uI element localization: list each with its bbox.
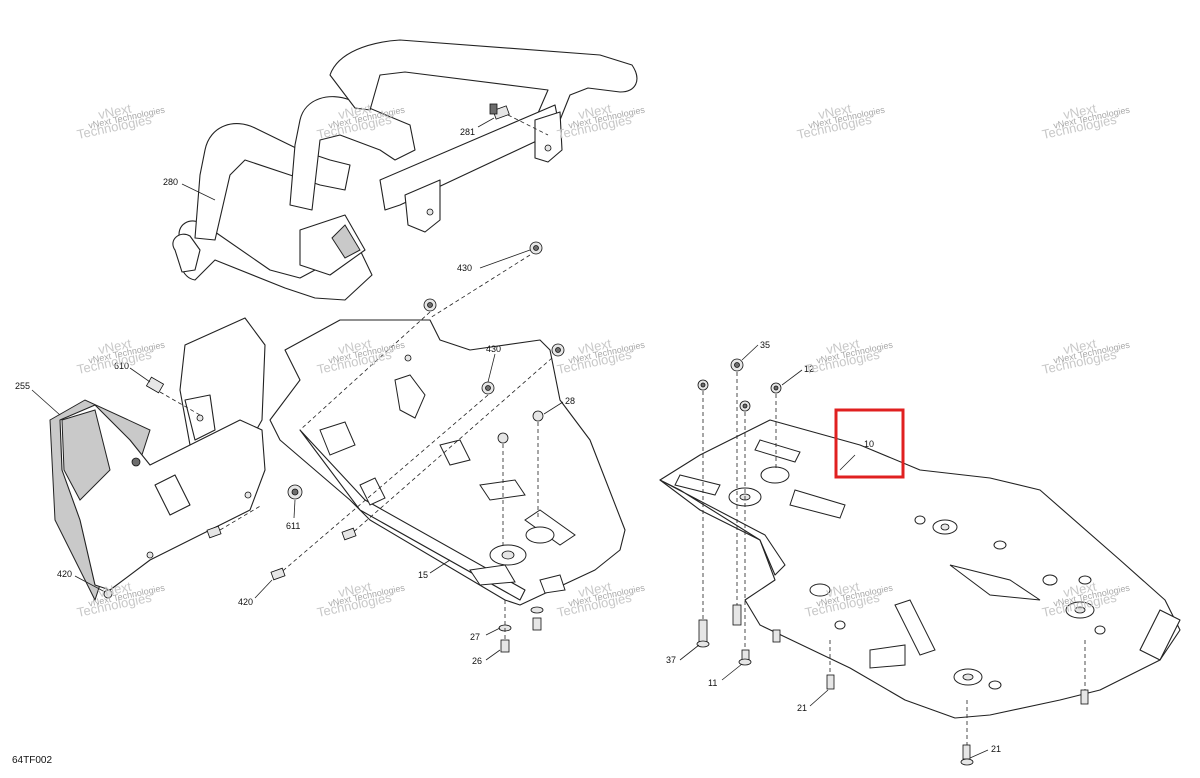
nut-430-lower <box>277 343 565 576</box>
nut-430-upper <box>299 241 543 431</box>
callout-21-lower: 21 <box>991 744 1001 754</box>
nut-35 <box>730 358 744 626</box>
leader-lines <box>31 117 989 759</box>
skid-plate-10 <box>659 419 1181 719</box>
watermark-vnext: vNext <box>825 336 861 358</box>
callout-280: 280 <box>163 177 178 187</box>
callout-26: 26 <box>472 656 482 666</box>
callout-255: 255 <box>15 381 30 391</box>
callout-430-upper: 430 <box>457 263 472 273</box>
callout-11: 11 <box>708 678 717 688</box>
watermark-vnext: vNext <box>337 579 373 601</box>
bolt-420b <box>270 527 357 581</box>
watermark-vnext: vNext <box>97 101 133 123</box>
watermark-vnext: vNext <box>337 101 373 123</box>
bolt-11 <box>738 629 781 666</box>
bumper-tube-assembly <box>172 39 638 301</box>
skid-plate-15 <box>269 319 626 606</box>
watermark-vnext: vNext <box>825 579 861 601</box>
bolt-420a <box>103 504 263 599</box>
watermark-vnext: vNext <box>1062 579 1098 601</box>
bolt-21 <box>826 640 1089 766</box>
watermark-vnext: vNext <box>97 336 133 358</box>
callout-37: 37 <box>666 655 676 665</box>
front-guard-255 <box>49 317 266 602</box>
callout-611: 611 <box>286 521 300 531</box>
nut-12 <box>697 379 782 650</box>
bolt-281 <box>489 103 549 136</box>
callout-430-lower: 430 <box>486 344 501 354</box>
callout-labels: 280 281 430 430 255 610 611 28 420 420 1… <box>15 127 1001 754</box>
callout-35: 35 <box>760 340 770 350</box>
callout-281: 281 <box>460 127 475 137</box>
washer-27-bolt-26 <box>498 600 544 653</box>
watermark-vnext: vNext <box>577 579 613 601</box>
callout-12: 12 <box>804 364 814 374</box>
bolt-37 <box>696 619 710 648</box>
callout-27: 27 <box>470 632 480 642</box>
callout-420-left: 420 <box>57 569 72 579</box>
watermark-vnext: vNext <box>1062 101 1098 123</box>
watermark-vnext: vNext <box>97 579 133 601</box>
watermark-vnext: vNext <box>337 336 373 358</box>
highlight-box-callout-10 <box>834 408 905 479</box>
watermark-vnext: vNext <box>817 101 853 123</box>
callout-21-upper: 21 <box>797 703 807 713</box>
watermark-vnext: vNext <box>1062 336 1098 358</box>
callout-28: 28 <box>565 396 575 406</box>
nut-611 <box>287 484 303 500</box>
figure-code: 64TF002 <box>12 755 53 766</box>
watermark-vnext: vNext <box>577 336 613 358</box>
callout-15: 15 <box>418 570 428 580</box>
watermark-vnext: vNext <box>577 101 613 123</box>
callout-420-center: 420 <box>238 597 253 607</box>
callout-10: 10 <box>864 439 874 449</box>
bolt-28 <box>497 410 544 545</box>
callout-610: 610 <box>114 361 129 371</box>
